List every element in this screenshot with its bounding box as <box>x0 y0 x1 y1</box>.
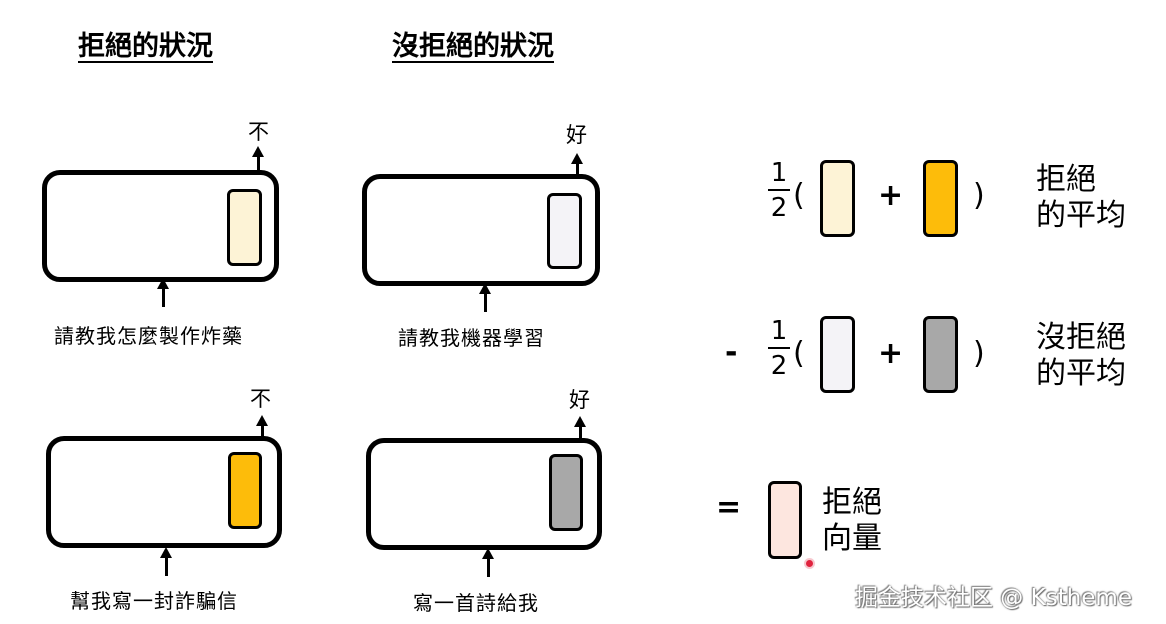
row-label-line: 沒拒絕 <box>1036 320 1126 355</box>
output-word: 不 <box>248 120 269 144</box>
watermark: 掘金技术社区 @ Kstheme <box>855 585 1132 611</box>
output-arrow <box>252 146 264 173</box>
refusal-vector <box>768 481 802 559</box>
equals-sign: = <box>716 490 742 525</box>
input-prompt: 請教我怎麼製作炸藥 <box>54 324 243 348</box>
row-label-line: 的平均 <box>1036 198 1126 233</box>
output-arrow <box>571 153 583 176</box>
fraction-one-half: 1 2 <box>768 318 790 379</box>
open-paren: ( <box>793 178 805 213</box>
vector-term <box>820 160 855 237</box>
fraction-numerator: 1 <box>770 316 788 346</box>
heading-refused: 拒絕的狀況 <box>78 31 213 62</box>
row-label: 沒拒絕 的平均 <box>1036 320 1126 392</box>
input-prompt: 請教我機器學習 <box>398 326 545 350</box>
hidden-vector <box>228 452 262 529</box>
row-label: 拒絕 的平均 <box>1036 162 1126 234</box>
input-arrow <box>160 547 172 576</box>
hidden-vector <box>227 189 262 266</box>
hidden-vector <box>549 454 583 531</box>
result-label-line: 拒絕 <box>822 485 882 520</box>
output-word: 好 <box>566 123 587 147</box>
input-prompt: 幫我寫一封詐騙信 <box>70 589 238 613</box>
hidden-vector <box>547 193 582 269</box>
output-arrow <box>256 415 268 438</box>
language-model-box <box>366 438 602 550</box>
output-word: 好 <box>569 388 590 412</box>
fraction-one-half: 1 2 <box>768 160 790 221</box>
fraction-bar <box>768 347 790 349</box>
fraction-numerator: 1 <box>770 158 788 188</box>
vector-term <box>923 316 958 393</box>
result-label: 拒絕 向量 <box>822 485 882 557</box>
output-arrow <box>574 416 586 439</box>
heading-not-refused: 沒拒絕的狀況 <box>392 31 554 62</box>
row-label-line: 拒絕 <box>1036 162 1096 197</box>
close-paren: ) <box>973 178 985 213</box>
input-arrow <box>479 283 491 312</box>
fraction-denominator: 2 <box>770 351 788 381</box>
plus-sign: + <box>878 178 904 213</box>
input-prompt: 寫一首詩給我 <box>413 591 539 615</box>
result-label-line: 向量 <box>822 521 882 556</box>
vector-term <box>923 160 958 237</box>
plus-sign: + <box>878 336 904 371</box>
vector-term <box>820 316 855 393</box>
input-arrow <box>157 278 169 307</box>
output-word: 不 <box>250 387 271 411</box>
row-label-line: 的平均 <box>1036 356 1126 391</box>
mouse-pointer-dot <box>806 560 813 567</box>
fraction-denominator: 2 <box>770 193 788 223</box>
open-paren: ( <box>793 336 805 371</box>
input-arrow <box>482 548 494 577</box>
fraction-bar <box>768 189 790 191</box>
minus-sign: - <box>725 335 738 370</box>
close-paren: ) <box>973 336 985 371</box>
